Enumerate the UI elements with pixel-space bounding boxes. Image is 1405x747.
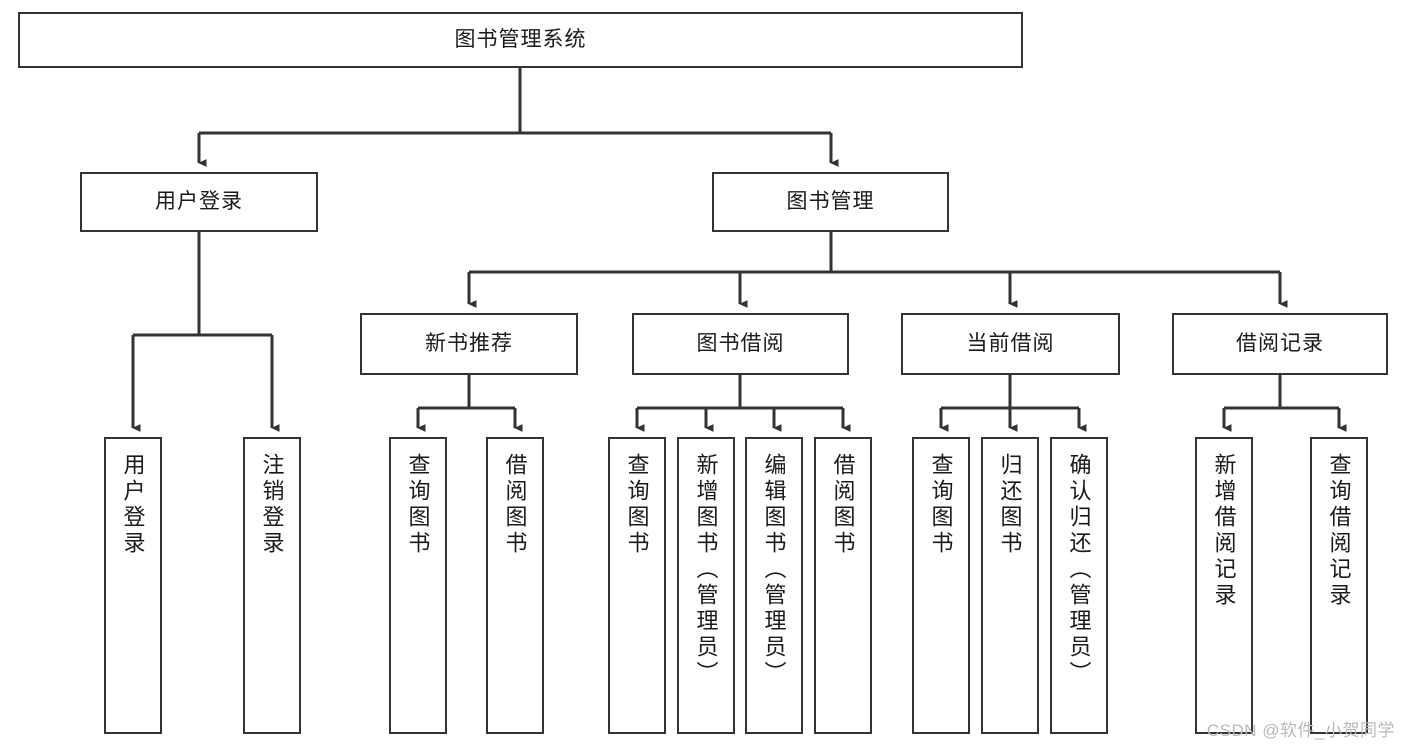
node-label: 借阅记录 xyxy=(1236,331,1324,355)
node-label: 用户登录 xyxy=(120,453,146,557)
leaf-borrow-edit-book[interactable]: 编辑图书（管理员） xyxy=(745,437,803,734)
leaf-borrow-query-book[interactable]: 查询图书 xyxy=(608,437,666,734)
leaf-rec-query-record[interactable]: 查询借阅记录 xyxy=(1310,437,1368,734)
node-label: 查询图书 xyxy=(928,453,954,557)
leaf-borrow-borrow-book[interactable]: 借阅图书 xyxy=(814,437,872,734)
node-label: 新增借阅记录 xyxy=(1211,453,1237,609)
node-label: 图书管理 xyxy=(786,189,875,213)
node-user-login[interactable]: 用户登录 xyxy=(80,172,318,232)
leaf-user-login[interactable]: 用户登录 xyxy=(104,437,162,734)
node-root-system[interactable]: 图书管理系统 xyxy=(18,12,1023,68)
node-label: 查询图书 xyxy=(405,453,431,557)
node-label: 注销登录 xyxy=(259,453,285,557)
node-label: 当前借阅 xyxy=(966,331,1055,355)
node-current-borrow[interactable]: 当前借阅 xyxy=(901,313,1120,375)
node-new-book-recommend[interactable]: 新书推荐 xyxy=(360,313,578,375)
leaf-cur-query-book[interactable]: 查询图书 xyxy=(912,437,970,734)
leaf-cur-confirm-return[interactable]: 确认归还（管理员） xyxy=(1050,437,1108,734)
node-label: 图书管理系统 xyxy=(454,27,587,51)
leaf-cur-return-book[interactable]: 归还图书 xyxy=(981,437,1039,734)
leaf-rec-borrow-book[interactable]: 借阅图书 xyxy=(486,437,544,734)
leaf-logout[interactable]: 注销登录 xyxy=(243,437,301,734)
node-label: 查询借阅记录 xyxy=(1326,453,1352,609)
watermark-text: CSDN @软件_小贺同学 xyxy=(1206,721,1395,740)
node-label: 归还图书 xyxy=(997,453,1023,557)
node-book-management[interactable]: 图书管理 xyxy=(712,172,949,232)
node-label: 新增图书（管理员） xyxy=(693,453,719,687)
node-label: 借阅图书 xyxy=(502,453,528,557)
node-label: 查询图书 xyxy=(624,453,650,557)
node-label: 编辑图书（管理员） xyxy=(761,453,787,687)
node-borrow-record[interactable]: 借阅记录 xyxy=(1172,313,1388,375)
leaf-rec-query-book[interactable]: 查询图书 xyxy=(389,437,447,734)
node-label: 新书推荐 xyxy=(425,331,513,355)
leaf-rec-add-record[interactable]: 新增借阅记录 xyxy=(1195,437,1253,734)
node-label: 借阅图书 xyxy=(830,453,856,557)
node-label: 确认归还（管理员） xyxy=(1066,453,1092,687)
node-book-borrow[interactable]: 图书借阅 xyxy=(632,313,849,375)
node-label: 用户登录 xyxy=(155,189,243,213)
node-label: 图书借阅 xyxy=(696,331,785,355)
leaf-borrow-add-book[interactable]: 新增图书（管理员） xyxy=(677,437,735,734)
